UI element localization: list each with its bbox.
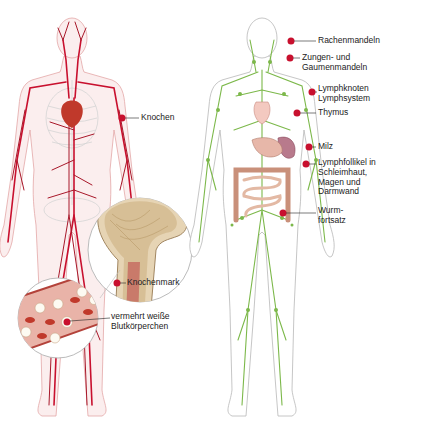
part-label: Knochen (141, 113, 201, 123)
part-label: Knochenmark (127, 278, 197, 288)
part-label: Wurm- fortsatz (318, 206, 358, 226)
part-label: Milz (318, 142, 418, 152)
part-label: Zungen- und Gaumenmandeln (302, 53, 368, 73)
part-label: Lymphknoten (318, 84, 418, 94)
part-label: Rachenmandeln (318, 36, 418, 46)
part-label: vermehrt weiße Blutkörperchen (111, 312, 186, 332)
part-label: Lymphfollikel in Schleimhaut, Magen und … (318, 158, 386, 197)
part-label: Lymphsystem (318, 94, 418, 104)
part-label: Thymus (318, 108, 418, 118)
lymph-figure (190, 18, 334, 416)
